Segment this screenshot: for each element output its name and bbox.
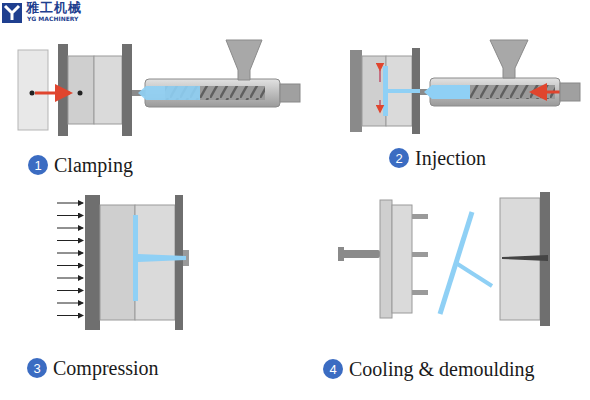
- step-marker: 3 Compression: [27, 357, 159, 379]
- step-number: 1: [28, 155, 48, 175]
- press-arrow: [57, 240, 83, 241]
- step-name: Cooling & demoulding: [349, 358, 535, 380]
- press-arrow: [57, 203, 83, 204]
- step-marker: 2 Injection: [389, 147, 486, 169]
- press-arrow: [57, 228, 83, 229]
- press-arrow: [57, 290, 83, 291]
- press-arrow: [57, 265, 83, 266]
- logo-text: YG MACHINERY: [27, 16, 78, 23]
- press-arrow: [57, 278, 83, 279]
- step-marker: 1 Clamping: [28, 154, 133, 176]
- injection-machine: [350, 40, 580, 134]
- step-number: 2: [389, 148, 409, 168]
- press-arrow: [57, 253, 83, 254]
- logo-chinese: 雅工机械: [26, 1, 82, 15]
- press-arrow: [57, 315, 83, 316]
- step-marker: 4 Cooling & demoulding: [323, 358, 535, 380]
- press-arrow: [57, 215, 83, 216]
- press-arrow: [57, 303, 83, 304]
- demoulding-mold: [338, 192, 550, 326]
- step-name: Compression: [53, 357, 159, 379]
- step-number: 4: [323, 359, 343, 379]
- step-number: 3: [27, 358, 47, 378]
- clamping-machine: [18, 40, 300, 136]
- step-name: Injection: [415, 147, 486, 169]
- compression-mold: [57, 195, 189, 330]
- logo-icon: [2, 3, 22, 23]
- step-name: Clamping: [54, 154, 133, 176]
